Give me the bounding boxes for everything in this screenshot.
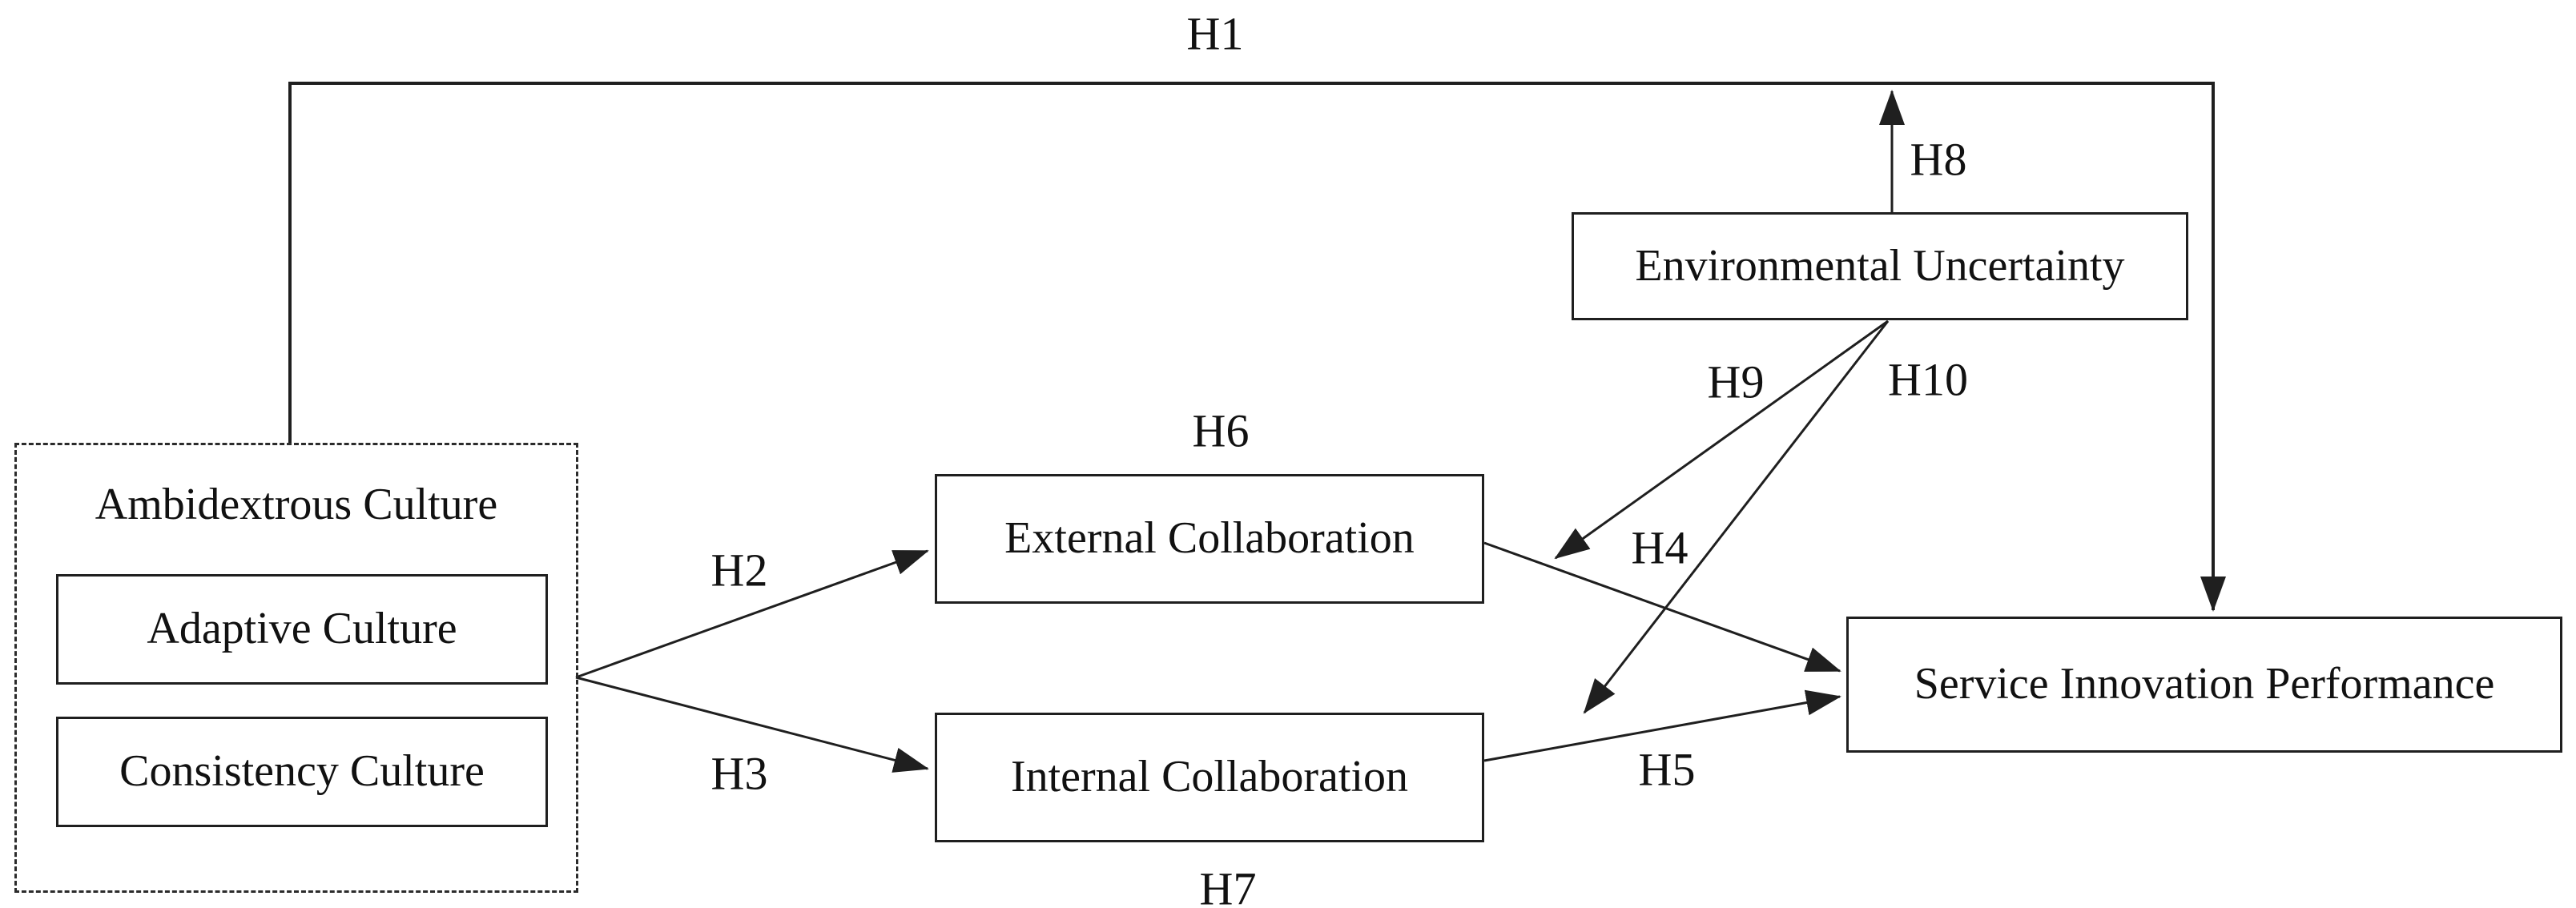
- node-internal-collaboration-label: Internal Collaboration: [1010, 752, 1409, 802]
- hypothesis-label-h1: H1: [1186, 7, 1244, 60]
- node-ambidextrous-culture: Ambidextrous Culture: [14, 443, 578, 893]
- hypothesis-label-h2: H2: [710, 544, 768, 597]
- hypothesis-label-h9: H9: [1707, 356, 1765, 408]
- node-adaptive-culture: Adaptive Culture: [56, 574, 548, 685]
- node-environmental-uncertainty-label: Environmental Uncertainty: [1635, 240, 2125, 291]
- node-internal-collaboration: Internal Collaboration: [935, 713, 1484, 842]
- hypothesis-label-h10: H10: [1888, 353, 1968, 406]
- hypothesis-label-h6: H6: [1192, 404, 1250, 457]
- arrow-h3-path: [575, 676, 929, 773]
- hypothesis-label-h4: H4: [1631, 521, 1688, 574]
- node-ambidextrous-culture-label: Ambidextrous Culture: [95, 480, 498, 529]
- hypothesis-label-h3: H3: [710, 747, 768, 800]
- hypothesis-label-h5: H5: [1638, 743, 1696, 796]
- arrow-h4-path: [1483, 541, 1841, 673]
- hypothesis-label-h8: H8: [1910, 133, 1967, 186]
- arrow-h1-path: [288, 82, 2226, 612]
- node-environmental-uncertainty: Environmental Uncertainty: [1572, 212, 2188, 320]
- node-service-innovation-performance: Service Innovation Performance: [1846, 617, 2562, 753]
- arrow-h5-path: [1483, 689, 1841, 762]
- node-consistency-culture-label: Consistency Culture: [119, 746, 485, 797]
- node-consistency-culture: Consistency Culture: [56, 717, 548, 827]
- node-adaptive-culture-label: Adaptive Culture: [147, 604, 457, 654]
- hypothesis-label-h7: H7: [1199, 862, 1257, 908]
- arrow-h2-path: [575, 549, 929, 679]
- node-service-innovation-performance-label: Service Innovation Performance: [1914, 659, 2495, 709]
- node-external-collaboration-label: External Collaboration: [1004, 513, 1415, 564]
- arrow-h10-path: [1583, 320, 1890, 714]
- arrow-h9-path: [1554, 319, 1889, 560]
- node-external-collaboration: External Collaboration: [935, 474, 1484, 604]
